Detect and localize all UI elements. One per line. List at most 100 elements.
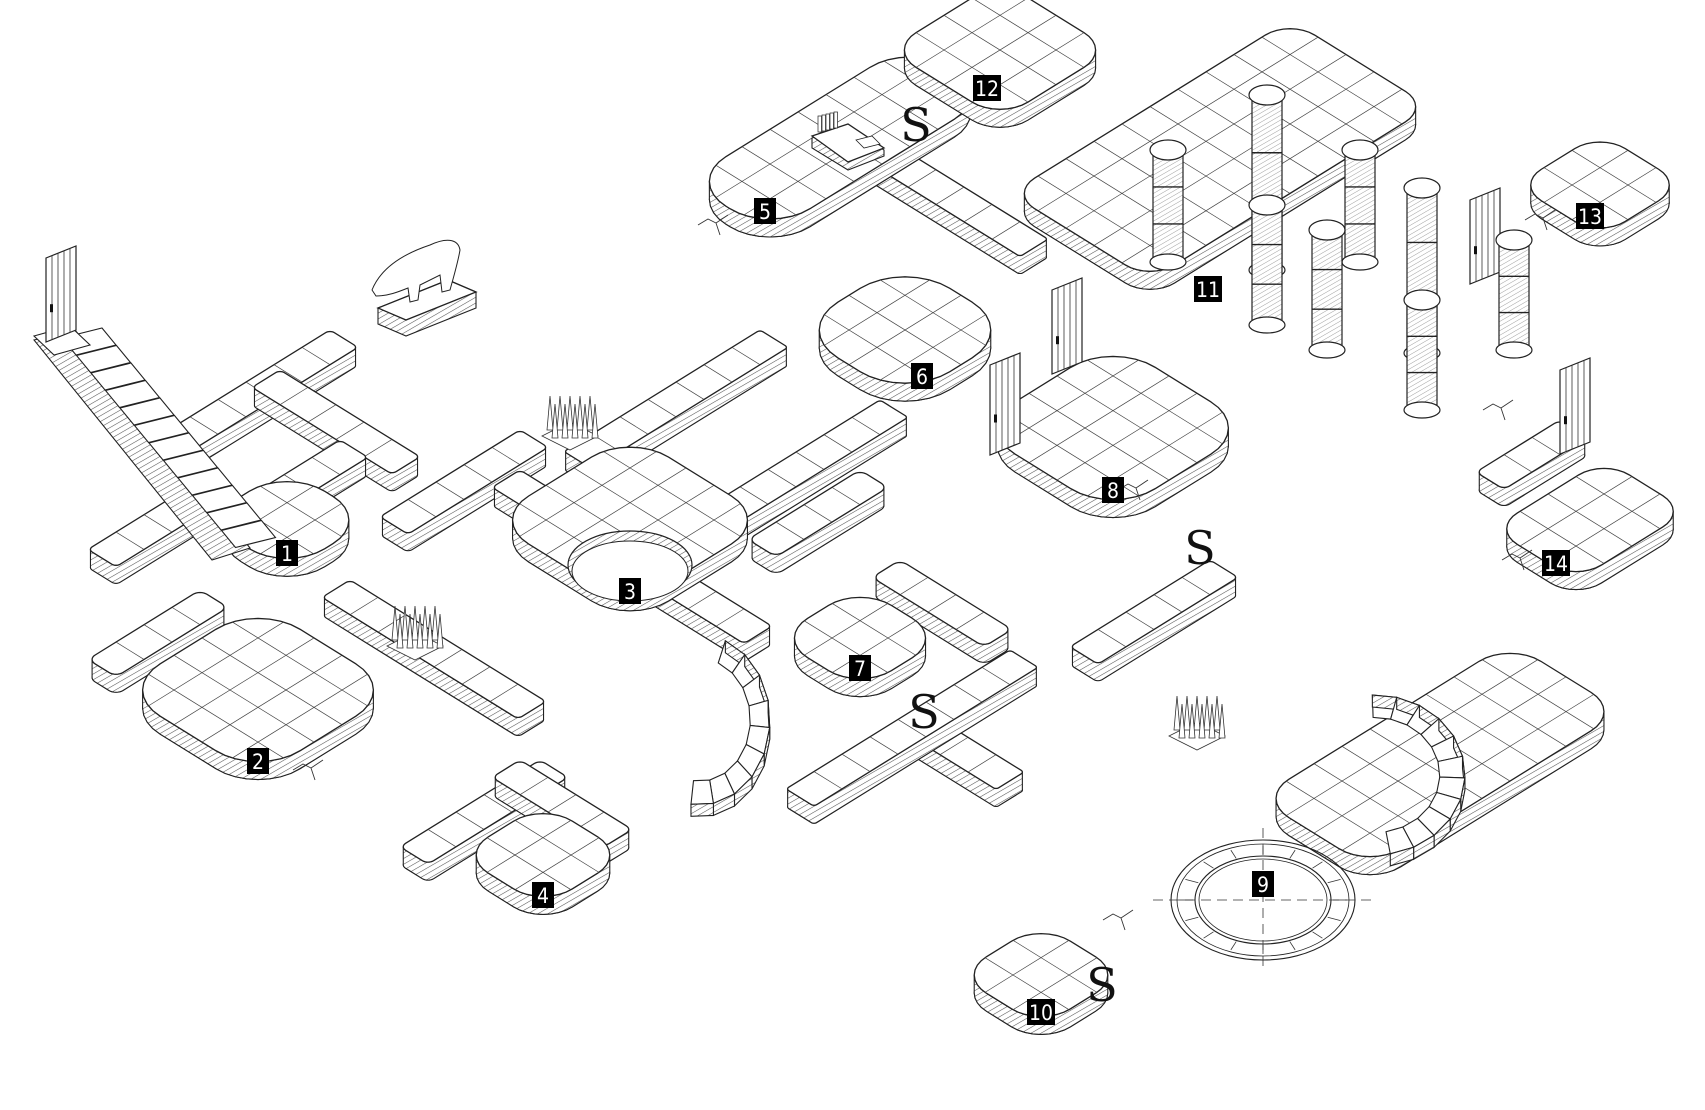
door-6-icon[interactable] (989, 352, 1021, 456)
corridor-to-5-tiles (407, 447, 521, 518)
room-label-9[interactable]: 9 (1252, 871, 1274, 897)
svg-text:14: 14 (1544, 552, 1568, 576)
room-label-1[interactable]: 1 (276, 540, 298, 566)
pillar-icon (1308, 219, 1346, 359)
pillar-icon (1495, 229, 1533, 359)
corridor-8-east (1071, 560, 1237, 682)
svg-text:9: 9 (1257, 873, 1269, 897)
pit (567, 530, 693, 602)
pillar-icon (1149, 139, 1187, 271)
spike-trap-icon (1168, 695, 1226, 751)
room-4-floor (475, 812, 611, 898)
secret-door-marker: S (900, 98, 932, 152)
svg-text:8: 8 (1107, 479, 1119, 503)
room-label-13[interactable]: 13 (1576, 203, 1604, 229)
room-label-12[interactable]: 12 (973, 75, 1001, 101)
boar-statue-icon (371, 239, 478, 337)
entrance-stairs (32, 325, 277, 561)
room-13 (1530, 141, 1670, 247)
pillar-icon (1341, 139, 1379, 271)
corridor-6-7 (751, 471, 885, 573)
svg-text:4: 4 (537, 884, 549, 908)
features-layer (32, 84, 1591, 972)
svg-text:3: 3 (624, 580, 636, 604)
room-13-floor (1530, 141, 1670, 229)
svg-text:2: 2 (252, 750, 264, 774)
room-4 (475, 812, 611, 915)
secret-door-marker: S (1184, 521, 1216, 575)
room-14-tiles (1519, 476, 1661, 564)
room-8-floor (996, 355, 1230, 501)
room-10-floor (973, 932, 1109, 1018)
pillar-icon (1248, 194, 1286, 334)
room-label-3[interactable]: 3 (619, 578, 641, 604)
svg-text:11: 11 (1196, 278, 1220, 302)
spiral-stair-3 (690, 639, 771, 817)
floor-crack (292, 759, 324, 781)
corridor-11-14 (1478, 421, 1586, 506)
svg-text:5: 5 (759, 200, 771, 224)
room-8 (996, 355, 1230, 519)
svg-text:6: 6 (916, 365, 928, 389)
desk-with-books-icon (810, 111, 886, 171)
corridor-loop-n-floor (253, 370, 419, 474)
room-10 (973, 932, 1109, 1035)
corridor-11-14-tiles (1503, 437, 1561, 473)
corridor-to-5-floor (381, 430, 547, 534)
corridor-7-bend (875, 561, 1009, 663)
corridor-to-5 (381, 430, 547, 552)
corridor-to-9 (786, 650, 1038, 824)
rooms-layer (141, 0, 1674, 1035)
secret-door-marker: S (908, 685, 940, 739)
secret-door-marker: S (1086, 958, 1118, 1012)
door-6-11-icon[interactable] (1051, 277, 1083, 375)
svg-text:12: 12 (975, 77, 999, 101)
corridor-to-9-tiles (813, 667, 1011, 790)
room-2-floor (141, 617, 375, 763)
summoning-circle (1153, 828, 1373, 972)
room-6-tiles (820, 277, 990, 383)
room-label-4[interactable]: 4 (532, 882, 554, 908)
room-label-2[interactable]: 2 (247, 748, 269, 774)
corridor-6-7-tiles (775, 487, 861, 540)
room-label-8[interactable]: 8 (1102, 477, 1124, 503)
corridor-6-12-floor (564, 330, 788, 469)
room-2 (141, 617, 375, 781)
spike-trap-icon (541, 395, 599, 451)
svg-text:7: 7 (854, 657, 866, 681)
room-label-6[interactable]: 6 (911, 363, 933, 389)
room-7-floor (793, 596, 927, 680)
floor-crack (1482, 399, 1514, 421)
svg-text:10: 10 (1029, 1001, 1053, 1025)
room-label-7[interactable]: 7 (849, 655, 871, 681)
room-11-tiles (1037, 36, 1403, 264)
door-11-south-icon[interactable] (1559, 357, 1591, 455)
room-label-10[interactable]: 10 (1027, 999, 1055, 1025)
spike-trap-icon (386, 605, 444, 661)
room-11 (1023, 28, 1417, 290)
room-6 (818, 276, 992, 402)
room-label-11[interactable]: 11 (1194, 276, 1222, 302)
corridor-8-east-floor (1071, 560, 1237, 664)
entrance-door-icon[interactable] (45, 245, 77, 343)
corridor-1-2-tiles (115, 607, 201, 660)
room-label-5[interactable]: 5 (754, 198, 776, 224)
svg-text:1: 1 (281, 542, 293, 566)
floor-crack (1501, 549, 1533, 571)
corridor-7-bend-tiles (899, 577, 985, 630)
svg-text:13: 13 (1578, 205, 1602, 229)
door-11-13-icon[interactable] (1469, 187, 1501, 285)
corridor-loop-n (253, 370, 419, 492)
floor-crack (1102, 909, 1134, 931)
room-7-tiles (803, 602, 917, 674)
corridor-8-east-tiles (1097, 577, 1211, 648)
corridor-loop-n-tiles (279, 387, 393, 458)
room-label-14[interactable]: 14 (1542, 550, 1570, 576)
room-4-tiles (486, 819, 600, 891)
room-2-tiles (145, 620, 371, 760)
floor-crack (697, 214, 729, 236)
pillar-icon (1403, 289, 1441, 419)
room-12 (903, 0, 1097, 128)
